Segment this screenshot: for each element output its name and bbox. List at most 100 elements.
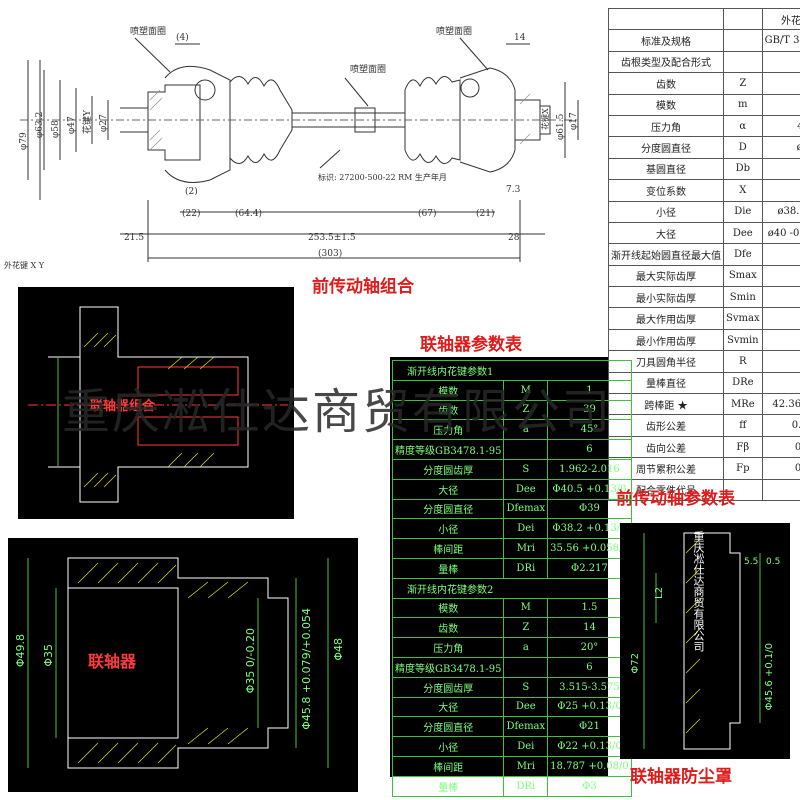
clamp-right-label: 喷塑面圈: [436, 26, 472, 37]
spec-cell: 标准及规格: [608, 29, 724, 52]
spec-cell: DRe: [723, 371, 763, 395]
dim-7: 21.5: [124, 233, 144, 243]
coupling-table-cell: Dfemax: [503, 716, 549, 738]
spec-row: 压力角α45°: [608, 114, 800, 138]
spec-cell: Dfe: [723, 243, 763, 266]
spec-cell: MRe: [723, 393, 763, 416]
vdim-8: φ17: [569, 112, 579, 130]
coupling-table-cell: 小径: [391, 736, 505, 757]
coupling-table-cell: DRi: [503, 557, 549, 579]
spec-cell: ø39: [761, 136, 800, 159]
coupling-table-cell: Φ40.5 +0.13/0: [547, 478, 632, 500]
spec-cell: 模数: [608, 93, 724, 116]
spec-cell: 45°: [761, 114, 800, 138]
spec-cell: 最小作用齿厚: [608, 328, 724, 352]
spec-cell: 齿根类型及配合形式: [608, 50, 724, 74]
coupling-table-cell: 20°: [547, 637, 632, 658]
spec-cell: [761, 478, 800, 501]
spec-cell: 齿数: [608, 72, 724, 95]
spec-cell: ø2: [761, 371, 800, 395]
coupling-table-cell: Z: [503, 617, 549, 639]
spec-cell: [723, 50, 763, 74]
caption-shaft-params: 前传动轴参数表: [616, 489, 735, 509]
spec-cell: D: [723, 136, 763, 159]
coupling-table-cell: 分度圆齿厚: [391, 676, 505, 698]
coupling-table-cell: 量棒: [391, 775, 505, 797]
caption-coupling-table: 联轴器参数表: [420, 335, 522, 355]
coupling-table-section: 渐开线内花键参数2: [392, 577, 632, 599]
spec-cell: 最小实际齿厚: [608, 286, 724, 309]
spec-cell: α: [723, 114, 763, 138]
spec-row: 模数m1: [608, 93, 800, 116]
spec-cell: [761, 264, 800, 288]
coupling-table-cell: 分度圆齿厚: [391, 458, 505, 480]
spec-cell: 最大实际齿厚: [608, 264, 724, 288]
spec-cell: 42.36 0/-0.06: [761, 393, 800, 416]
coupling-table-cell: 模数: [391, 597, 505, 619]
corner-note: 外花键 X Y: [4, 260, 45, 270]
vdim-1: φ79: [19, 132, 29, 150]
coupling-dim-3: Φ35 0/-0.20: [244, 628, 257, 694]
coupling-table-cell: Mri: [503, 538, 549, 559]
spec-cell: Fβ: [723, 435, 763, 459]
spec-cell: X: [723, 179, 763, 202]
coupling-assembly-panel: 联轴器组合: [18, 287, 294, 519]
spec-header-row: 外花键 X Y: [608, 7, 800, 31]
spec-row: 配合零件代号: [608, 478, 800, 501]
coupling-table-cell: 6: [547, 656, 632, 678]
spec-cell: [761, 50, 800, 74]
coupling-table-cell: Mri: [503, 755, 549, 777]
vdim-6: φ27: [99, 114, 109, 132]
spec-cell: [723, 29, 763, 52]
coupling-table-cell: 6: [547, 439, 632, 460]
spec-cell: 0.06: [761, 435, 800, 459]
spec-cell: Svmin: [723, 328, 763, 352]
spec-cell: 0.025: [761, 414, 800, 437]
spec-cell: 小径: [608, 200, 724, 223]
spec-table: 外花键 X Y标准及规格GB/T 3478-2008齿根类型及配合形式齿数Z39…: [608, 7, 800, 501]
shaft-assembly-drawing: 喷塑面圈 喷塑面圈 喷塑面圈 标识: 27200-500-22 RM 生产年月 …: [4, 26, 580, 270]
spec-cell: ø40 -0.15/-0.25: [761, 221, 800, 245]
coupling-table-cell: 1.962-2.016: [547, 458, 632, 480]
spec-cell: R: [723, 350, 763, 373]
spec-cell: 基圆直径: [608, 157, 724, 181]
dust-dim-3: Φ45.6 +0.1/0: [764, 643, 775, 711]
coupling-dim-5: Φ48: [332, 638, 345, 661]
spec-row: 齿根类型及配合形式: [608, 50, 800, 74]
spec-cell: [761, 157, 800, 181]
dim-4: (67): [418, 208, 436, 219]
vdim-9: 花键X: [540, 108, 550, 130]
coupling-table-cell: 大径: [391, 696, 505, 718]
coupling-table-cell: Dei: [503, 518, 549, 540]
vdim-3: φ58: [51, 120, 61, 138]
spec-cell: 压力角: [608, 114, 724, 138]
coupling-table-cell: Φ38.2 +0.13/0: [547, 518, 632, 540]
spec-cell: [761, 179, 800, 202]
dim-5: (21): [476, 208, 494, 219]
